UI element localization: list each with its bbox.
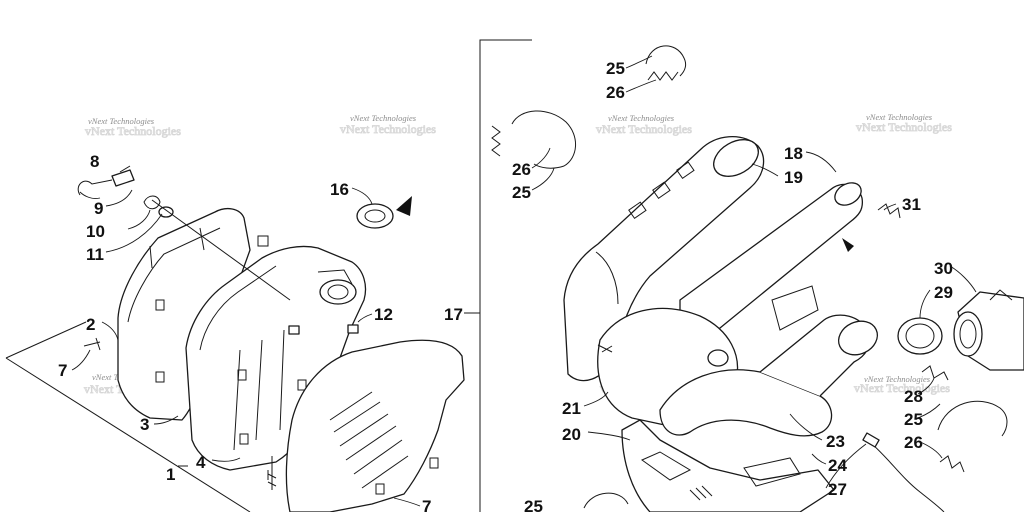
callout-26-right: 26	[904, 433, 923, 452]
callout-27: 27	[828, 480, 847, 499]
heat-shield-lower	[621, 419, 835, 512]
callout-30: 30	[934, 259, 953, 278]
spring-icon	[877, 203, 901, 219]
watermark-ghost: vNext Technologies	[340, 122, 436, 136]
hitch-pin-icon	[77, 179, 113, 196]
watermark: vNext Technologies	[864, 374, 931, 384]
callout-28: 28	[904, 387, 923, 406]
small-hardware-left	[77, 165, 412, 480]
callout-19: 19	[784, 168, 803, 187]
callout-25-right: 25	[904, 410, 923, 429]
leader-lines	[71, 55, 977, 507]
spring-clip-icon	[511, 110, 576, 169]
callout-29: 29	[934, 283, 953, 302]
assembly-frame-lines	[5, 39, 532, 512]
watermark-ghost: vNext Technologies	[85, 124, 181, 138]
washer-icon	[158, 206, 174, 218]
watermark-ghost: vNext Technologies	[854, 381, 950, 395]
watermark: vNext Technologies	[866, 112, 933, 122]
spring-clip-icon	[583, 492, 629, 509]
springs-and-clips-right	[491, 45, 1008, 509]
spring-icon	[939, 455, 965, 473]
watermark-ghost: vNext Technologies	[856, 120, 952, 134]
group-line-top	[5, 321, 87, 359]
spring-icon	[645, 45, 687, 77]
callout-2: 2	[86, 315, 95, 334]
heat-shield-front	[285, 339, 465, 512]
coupler-and-sensor	[842, 238, 1024, 512]
callout-16: 16	[330, 180, 349, 199]
spring-icon	[491, 125, 501, 157]
callout-labels: 1 2 3 4 7 7 8 9 10 11 12 16 17 18 19 20 …	[58, 59, 953, 512]
callout-31: 31	[902, 195, 921, 214]
callout-25-left: 25	[512, 183, 531, 202]
callout-7-lower: 7	[422, 497, 431, 512]
watermark: vNext Technologies	[88, 116, 155, 126]
direction-arrow-icon	[842, 238, 854, 252]
sensor-icon	[862, 432, 880, 448]
spring-icon	[647, 71, 679, 81]
muffler-body	[185, 245, 367, 490]
callout-20: 20	[562, 425, 581, 444]
callout-25-bottom: 25	[524, 497, 543, 512]
callout-8: 8	[90, 152, 99, 171]
clip-icon	[143, 195, 161, 210]
callout-25-top: 25	[606, 59, 625, 78]
callout-23: 23	[826, 432, 845, 451]
grommet-icon	[356, 203, 394, 229]
callout-26-top: 26	[606, 83, 625, 102]
callout-1: 1	[166, 465, 175, 484]
spring-clip-icon	[937, 400, 1008, 437]
callout-26-left: 26	[512, 160, 531, 179]
sensor-wire	[871, 443, 945, 512]
group-bracket-17	[479, 39, 532, 512]
callout-17: 17	[444, 305, 463, 324]
bolt-icon	[111, 169, 135, 187]
watermark-ghost: vNext Technologies	[596, 122, 692, 136]
callout-10: 10	[86, 222, 105, 241]
watermark: vNext Technologies	[608, 113, 675, 123]
group-line-bottom	[5, 357, 251, 512]
callout-12: 12	[374, 305, 393, 324]
callout-11: 11	[86, 245, 104, 264]
seal-ring-icon	[897, 317, 943, 355]
callout-24: 24	[828, 456, 847, 475]
callout-18: 18	[784, 144, 803, 163]
direction-arrow-icon	[396, 196, 412, 216]
muffler-assembly-right	[563, 135, 878, 437]
callout-21: 21	[562, 399, 581, 418]
callout-9: 9	[94, 199, 103, 218]
callout-4: 4	[196, 453, 206, 472]
callout-7: 7	[58, 361, 67, 380]
watermark: vNext Technologies	[350, 113, 417, 123]
callout-3: 3	[140, 415, 149, 434]
rivet-icon	[83, 337, 101, 351]
